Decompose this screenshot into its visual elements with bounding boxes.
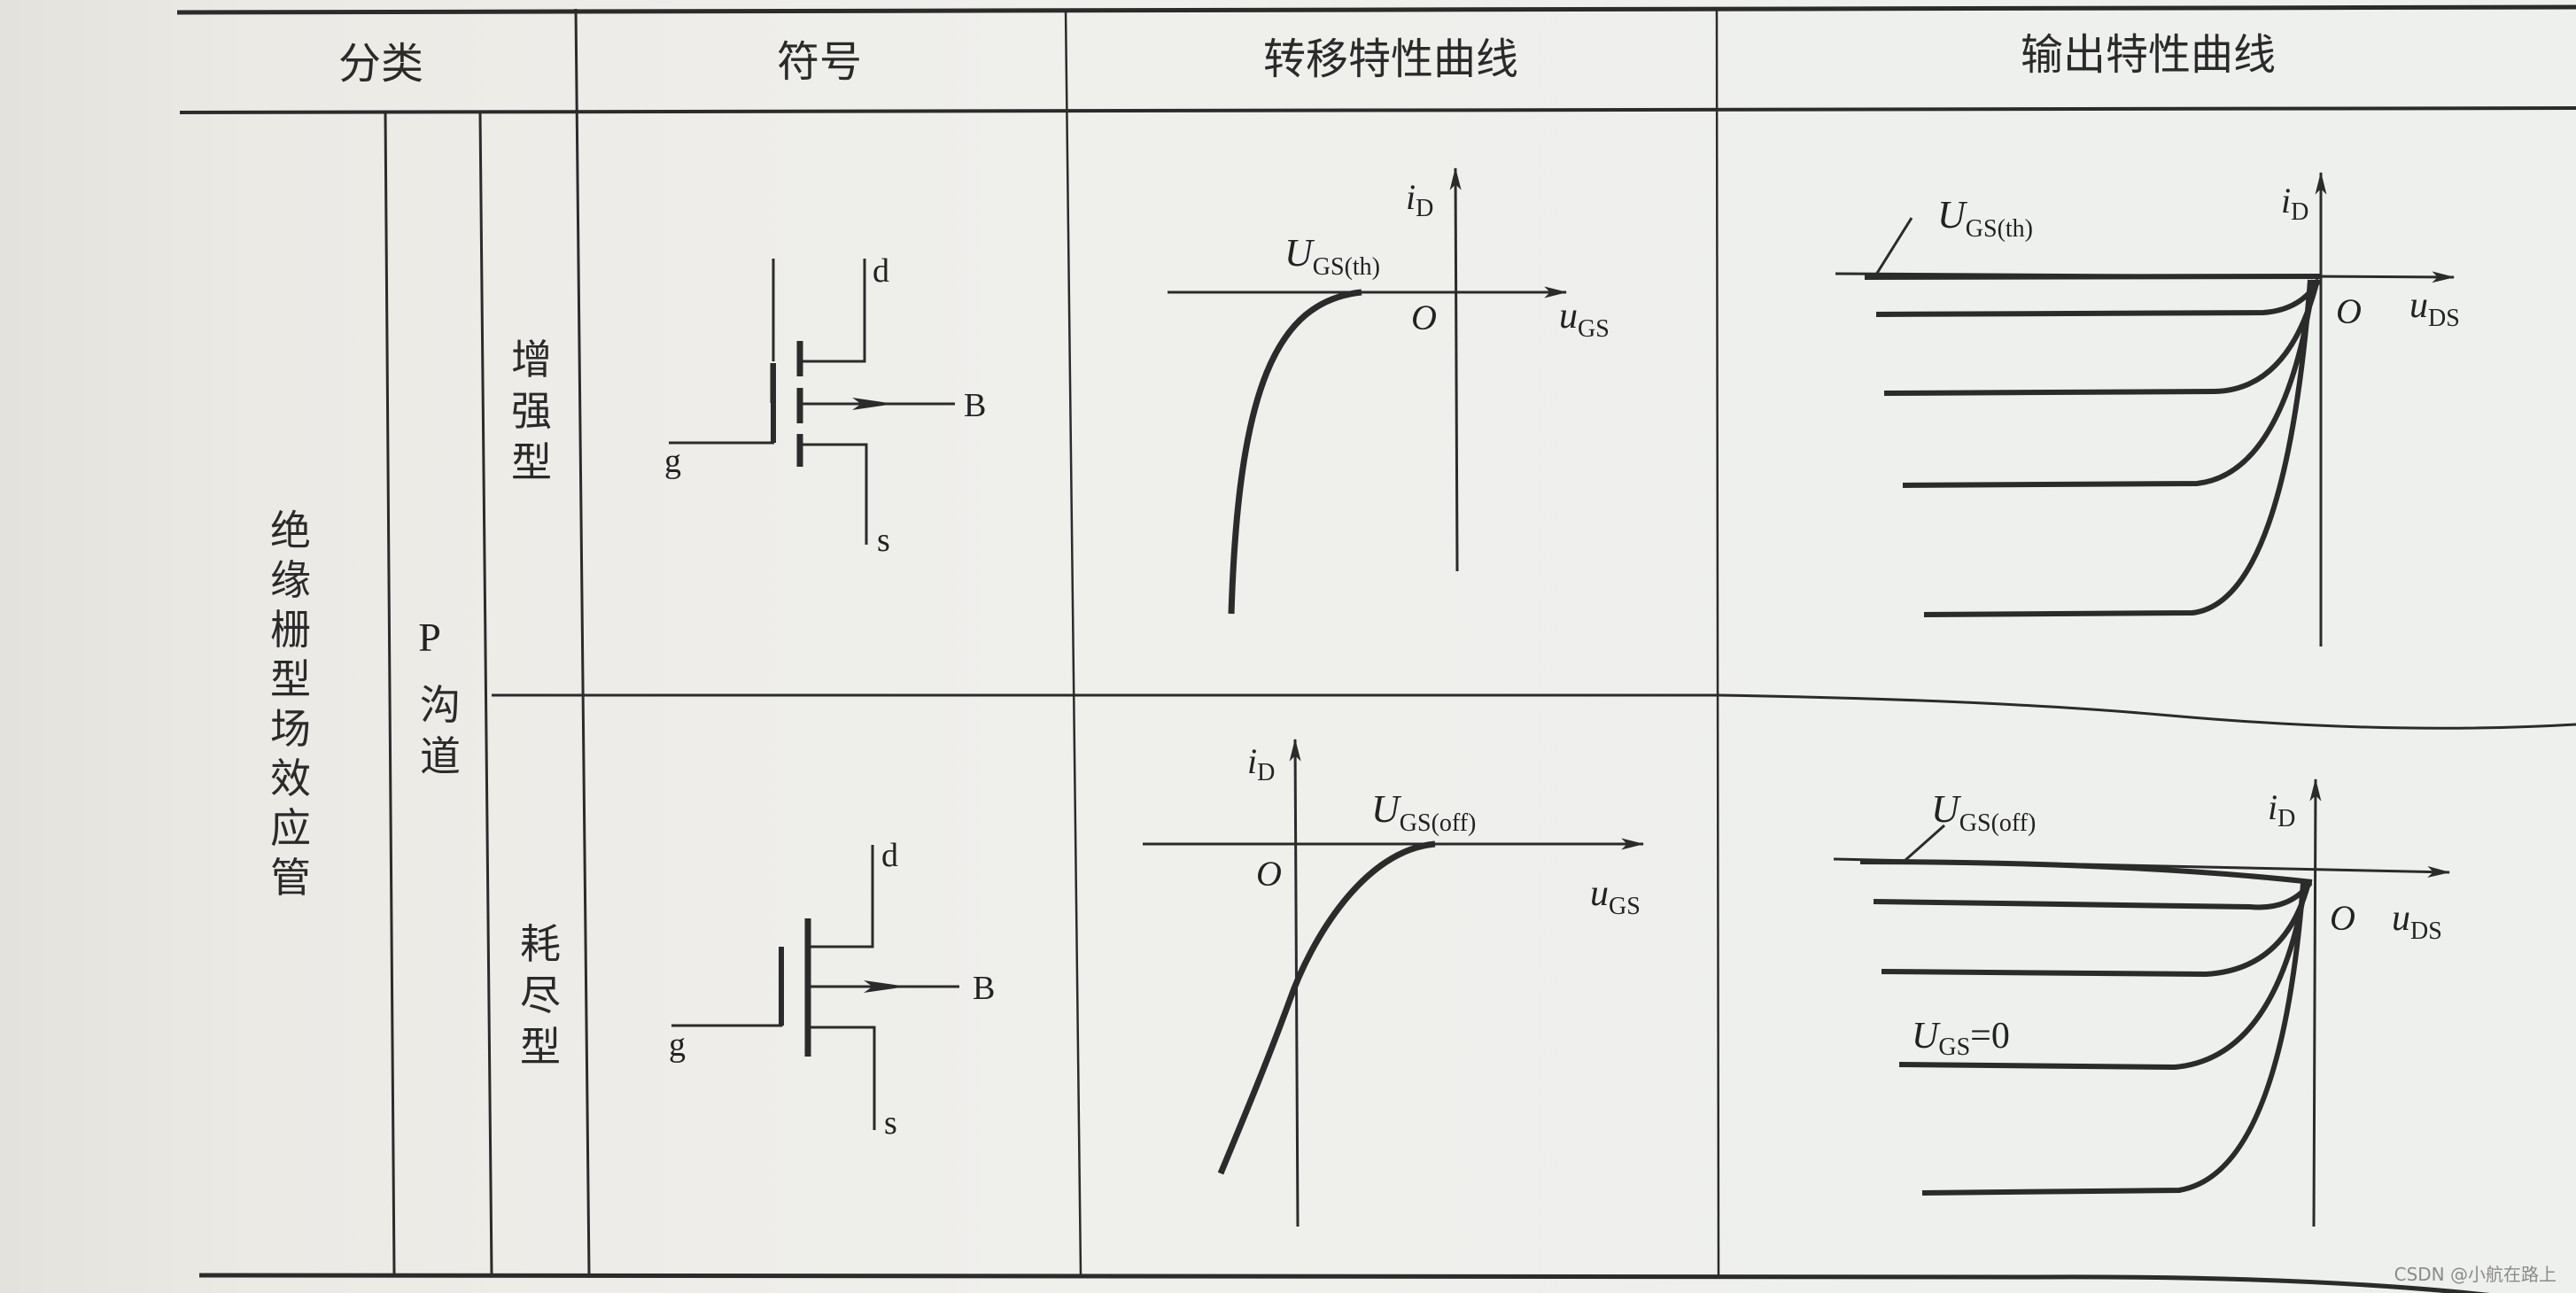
category-label: 绝缘栅型场效应管 — [270, 507, 311, 902]
svg-text:沟道: 沟道 — [420, 681, 461, 780]
transfer-labels-enhancement: iD UGS(th) O uGS — [1284, 177, 1610, 343]
col-divider-channel — [478, 112, 493, 1276]
source-label: s — [884, 1104, 897, 1142]
channel-label: P 沟道 — [418, 615, 461, 780]
symbol-depletion-labels: d B g s — [669, 837, 995, 1142]
col-divider-type — [574, 8, 591, 1276]
symbol-enhancement-pmos — [669, 259, 955, 545]
transfer-plot-depletion — [1143, 738, 1645, 1227]
body-label: B — [973, 970, 995, 1007]
output-labels-enhancement: UGS(th) iD O uDS — [1937, 181, 2460, 332]
symbol-depletion-pmos — [671, 845, 959, 1130]
header-output-curve: 输出特性曲线 — [2021, 30, 2276, 80]
output-plot-enhancement — [1835, 171, 2456, 646]
watermark: CSDN @小航在路上 — [2394, 1264, 2557, 1285]
row-divider — [492, 693, 2576, 730]
curve-4 — [1921, 882, 2306, 1196]
body-arrow-icon — [864, 980, 907, 993]
curve-4 — [1923, 279, 2313, 617]
drain-label: d — [881, 837, 898, 874]
bottom-border — [198, 1273, 2491, 1293]
svg-text:uGS: uGS — [1559, 296, 1610, 343]
transfer-curve — [1228, 289, 1362, 615]
col-divider-category — [384, 112, 396, 1276]
drain-label: d — [873, 252, 889, 290]
type-label-depletion: 耗尽型 — [520, 920, 561, 1071]
svg-text:UGS(th): UGS(th) — [1937, 193, 2033, 243]
table-grid — [176, 4, 2576, 1293]
svg-text:耗尽型: 耗尽型 — [520, 920, 561, 1071]
gate-label: g — [664, 443, 681, 480]
symbol-enhancement-labels: d B g s — [664, 252, 986, 559]
svg-text:增强型: 增强型 — [511, 336, 552, 486]
svg-text:UGS(th): UGS(th) — [1284, 231, 1380, 281]
svg-text:uDS: uDS — [2409, 285, 2460, 332]
drain-lead — [803, 259, 866, 363]
transfer-curve — [1217, 840, 1436, 1175]
cutoff-leader — [1904, 824, 1945, 863]
curve-cutoff — [1859, 859, 2313, 885]
threshold-leader — [1874, 217, 1913, 275]
header-transfer-curve: 转移特性曲线 — [1263, 35, 1518, 84]
type-label-enhancement: 增强型 — [511, 336, 552, 486]
body-label: B — [964, 387, 986, 424]
svg-text:绝缘栅型场效应管: 绝缘栅型场效应管 — [270, 507, 311, 902]
ugs-zero-label: UGS=0 — [1912, 1016, 2010, 1061]
curve-3-ugs0 — [1898, 882, 2308, 1071]
source-lead — [811, 1026, 876, 1130]
svg-text:iD: iD — [2268, 787, 2295, 832]
header-bottom-border — [179, 106, 2576, 114]
origin-label: O — [2336, 291, 2362, 331]
svg-text:uGS: uGS — [1590, 873, 1641, 920]
top-border — [176, 4, 2576, 15]
curve-1 — [1873, 881, 2313, 910]
col-divider-symbol — [1064, 8, 1082, 1276]
output-plot-depletion — [1833, 778, 2451, 1227]
gate-lead — [671, 947, 783, 1027]
drain-lead — [811, 845, 874, 948]
col-divider-transfer — [1715, 6, 1720, 1276]
source-label: s — [877, 522, 890, 559]
header-classification: 分类 — [338, 39, 423, 89]
origin-label: O — [1411, 298, 1437, 337]
transfer-plot-enhancement — [1168, 166, 1568, 615]
gate-label: g — [669, 1026, 686, 1064]
svg-text:UGS(off): UGS(off) — [1931, 787, 2036, 837]
output-labels-depletion: UGS(off) iD O uDS UGS=0 — [1912, 787, 2442, 1061]
curve-1 — [1875, 278, 2322, 317]
source-lead — [803, 443, 868, 545]
curve-2 — [1883, 279, 2320, 396]
y-axis — [2309, 778, 2322, 1227]
channel-letter: P — [418, 615, 441, 660]
svg-text:iD: iD — [1406, 177, 1433, 222]
curve-threshold — [1864, 274, 2322, 280]
origin-label: O — [2330, 898, 2355, 938]
body-arrow-icon — [852, 398, 895, 410]
header-symbol: 符号 — [777, 37, 862, 87]
origin-label: O — [1256, 854, 1282, 894]
svg-text:UGS(off): UGS(off) — [1371, 787, 1476, 837]
svg-text:iD: iD — [2281, 181, 2308, 226]
table-header: 分类 符号 转移特性曲线 输出特性曲线 — [338, 30, 2276, 89]
y-axis — [1449, 166, 1462, 572]
svg-text:iD: iD — [1247, 741, 1275, 786]
transfer-labels-depletion: iD UGS(off) O uGS — [1247, 741, 1641, 920]
curve-2 — [1881, 882, 2311, 978]
svg-text:uDS: uDS — [2392, 898, 2442, 945]
